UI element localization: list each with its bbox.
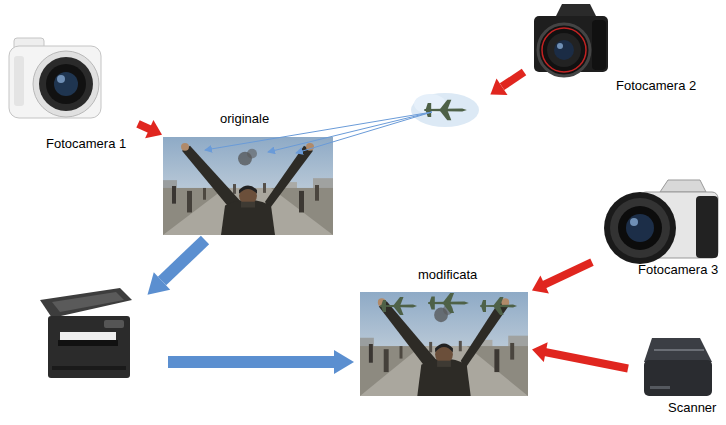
figure-label: modificata: [418, 267, 477, 282]
arrow-head: [145, 120, 162, 138]
arrow-head: [532, 342, 548, 362]
labeled-figure: modificata: [356, 266, 532, 398]
arrow-shaft: [544, 262, 592, 285]
labeled-figure: Fotocamera 3: [592, 176, 724, 286]
red-arrow: [532, 342, 628, 368]
red-arrow: [532, 262, 592, 293]
original-photo: [163, 137, 333, 235]
scanner: [644, 338, 712, 396]
blue-arrow: [168, 350, 354, 374]
figure-label: Fotocamera 2: [616, 78, 696, 93]
red-arrow: [138, 120, 162, 138]
dslr-camera: [604, 180, 718, 264]
labeled-figure: Scanner: [628, 334, 724, 422]
labeled-figure: Fotocamera 2: [528, 0, 724, 96]
modified-photo: [360, 292, 528, 396]
figure-label: Fotocamera 1: [46, 136, 126, 151]
figure-label: Scanner: [668, 400, 716, 415]
figure-label: originale: [220, 111, 269, 126]
printer: [40, 288, 132, 378]
red-arrow: [490, 72, 524, 95]
figure-label: Fotocamera 3: [638, 262, 718, 277]
arrow-shaft: [138, 124, 150, 130]
labeled-figure: Fotocamera 1: [2, 32, 138, 154]
compact-camera: [9, 38, 101, 118]
blue-arrow: [148, 240, 206, 295]
dslr-camera: [534, 4, 608, 76]
plane-in-cloud: [411, 93, 479, 127]
arrow-shaft: [545, 352, 628, 369]
labeled-figure: originale: [162, 110, 334, 238]
arrow-head: [532, 275, 549, 293]
projection-lines: [205, 112, 432, 153]
